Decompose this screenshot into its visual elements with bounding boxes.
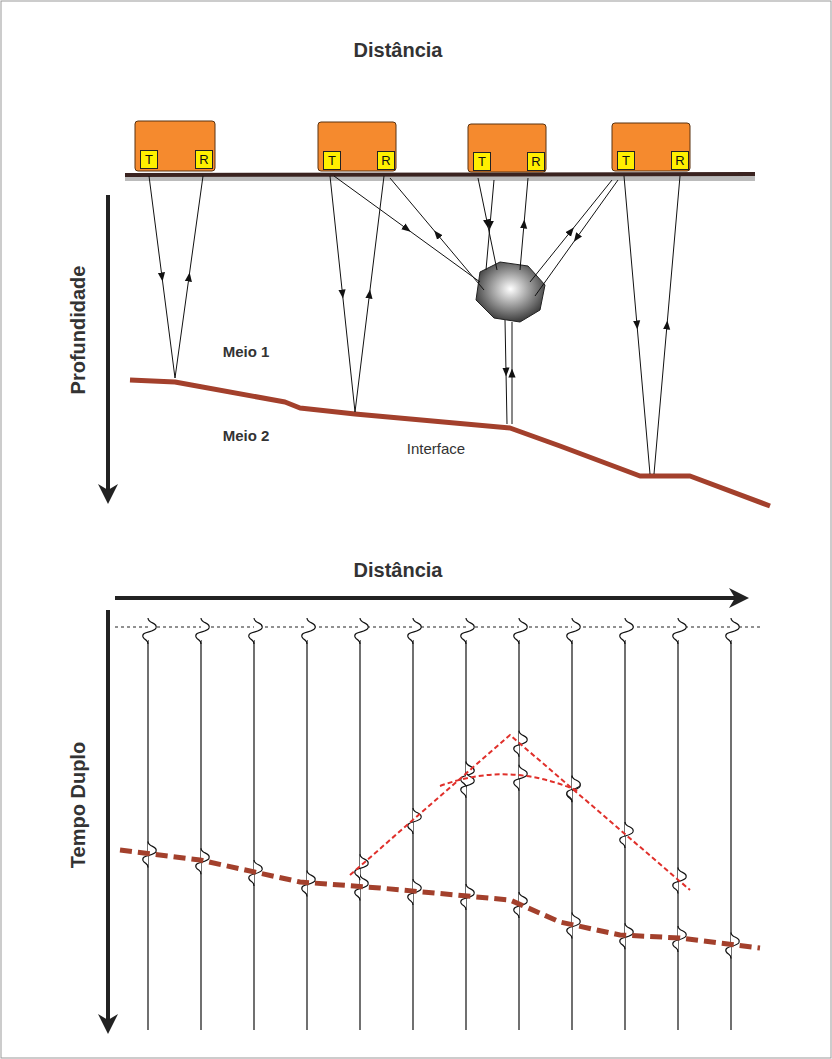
trace: [677, 640, 678, 1030]
trace: [359, 640, 360, 1030]
trace: [730, 640, 731, 1030]
trace: [571, 640, 572, 1030]
wavelet: [673, 618, 686, 644]
trace: [253, 640, 254, 1030]
ray: [486, 180, 494, 270]
axis-title: Distância: [354, 559, 443, 581]
trace: [465, 640, 466, 1030]
diffraction-hyperbola: [440, 774, 580, 792]
interface-reflection: [120, 850, 760, 948]
axis-title: Profundidade: [67, 266, 89, 395]
medium-label: Meio 1: [223, 344, 270, 361]
ray: [330, 176, 355, 412]
time-axis: [106, 610, 110, 1030]
trace: [200, 640, 201, 1030]
ray: [478, 178, 497, 270]
ray: [654, 176, 680, 474]
ray: [505, 320, 507, 424]
wavelet: [355, 854, 368, 880]
antenna-element: T: [473, 152, 491, 171]
trace: [147, 640, 148, 1030]
antenna-letter: R: [199, 152, 208, 167]
interface-line: [130, 380, 770, 506]
wavelet: [514, 765, 527, 791]
wavelet: [514, 618, 527, 644]
wavelet: [355, 618, 368, 644]
ray: [530, 180, 612, 282]
medium-label: Meio 2: [223, 428, 270, 445]
trace: [518, 640, 519, 1030]
antenna-element: R: [671, 151, 689, 170]
radargram-traces: [143, 618, 739, 1030]
wavelet: [726, 618, 739, 644]
antenna-element: T: [140, 150, 158, 169]
axis-title: Tempo Duplo: [67, 742, 89, 868]
depth-axis: [106, 195, 110, 500]
ground-shadow: [125, 175, 755, 181]
ray: [334, 176, 480, 282]
antenna-letter: T: [478, 154, 486, 169]
time-zero-line: [115, 627, 760, 628]
ray: [520, 178, 528, 270]
ground-surface: [125, 174, 755, 175]
antenna-box: [468, 124, 546, 172]
ray: [535, 180, 618, 296]
wavelet: [461, 772, 474, 798]
antenna-element: R: [527, 152, 545, 171]
wavelet: [461, 618, 474, 644]
distance-axis: [115, 596, 745, 600]
antenna-element: R: [377, 151, 395, 170]
wavelet: [567, 618, 580, 644]
ray: [355, 176, 384, 412]
antenna-box: [318, 122, 396, 171]
buried-object: [476, 262, 545, 322]
ray: [175, 176, 203, 378]
wavelet: [302, 618, 315, 644]
ray: [390, 178, 484, 290]
antenna-letter: R: [675, 153, 684, 168]
wavelet: [249, 618, 262, 644]
ray: [624, 176, 650, 474]
antenna-element: T: [617, 151, 635, 170]
antenna-letter: T: [622, 153, 630, 168]
wavelet: [196, 618, 209, 644]
wavelet: [620, 618, 633, 644]
ray: [512, 322, 513, 424]
antenna-letter: T: [328, 153, 336, 168]
antenna-letter: R: [531, 154, 540, 169]
wavelet: [408, 618, 421, 644]
antenna-element: R: [195, 150, 213, 169]
antenna-letter: T: [145, 152, 153, 167]
trace: [306, 640, 307, 1030]
wavelet: [620, 822, 633, 848]
antenna-element: T: [323, 151, 341, 170]
antenna-box: [612, 123, 690, 171]
ray: [149, 176, 175, 378]
antenna-box: [135, 121, 215, 171]
interface-label: Interface: [407, 441, 465, 458]
trace: [412, 640, 413, 1030]
wavelet: [143, 618, 156, 644]
diffraction-hyperbola: [350, 735, 690, 890]
ray-paths: [149, 176, 680, 474]
axis-title: Distância: [354, 39, 443, 61]
wavelet: [408, 808, 421, 834]
antenna-letter: R: [381, 153, 390, 168]
